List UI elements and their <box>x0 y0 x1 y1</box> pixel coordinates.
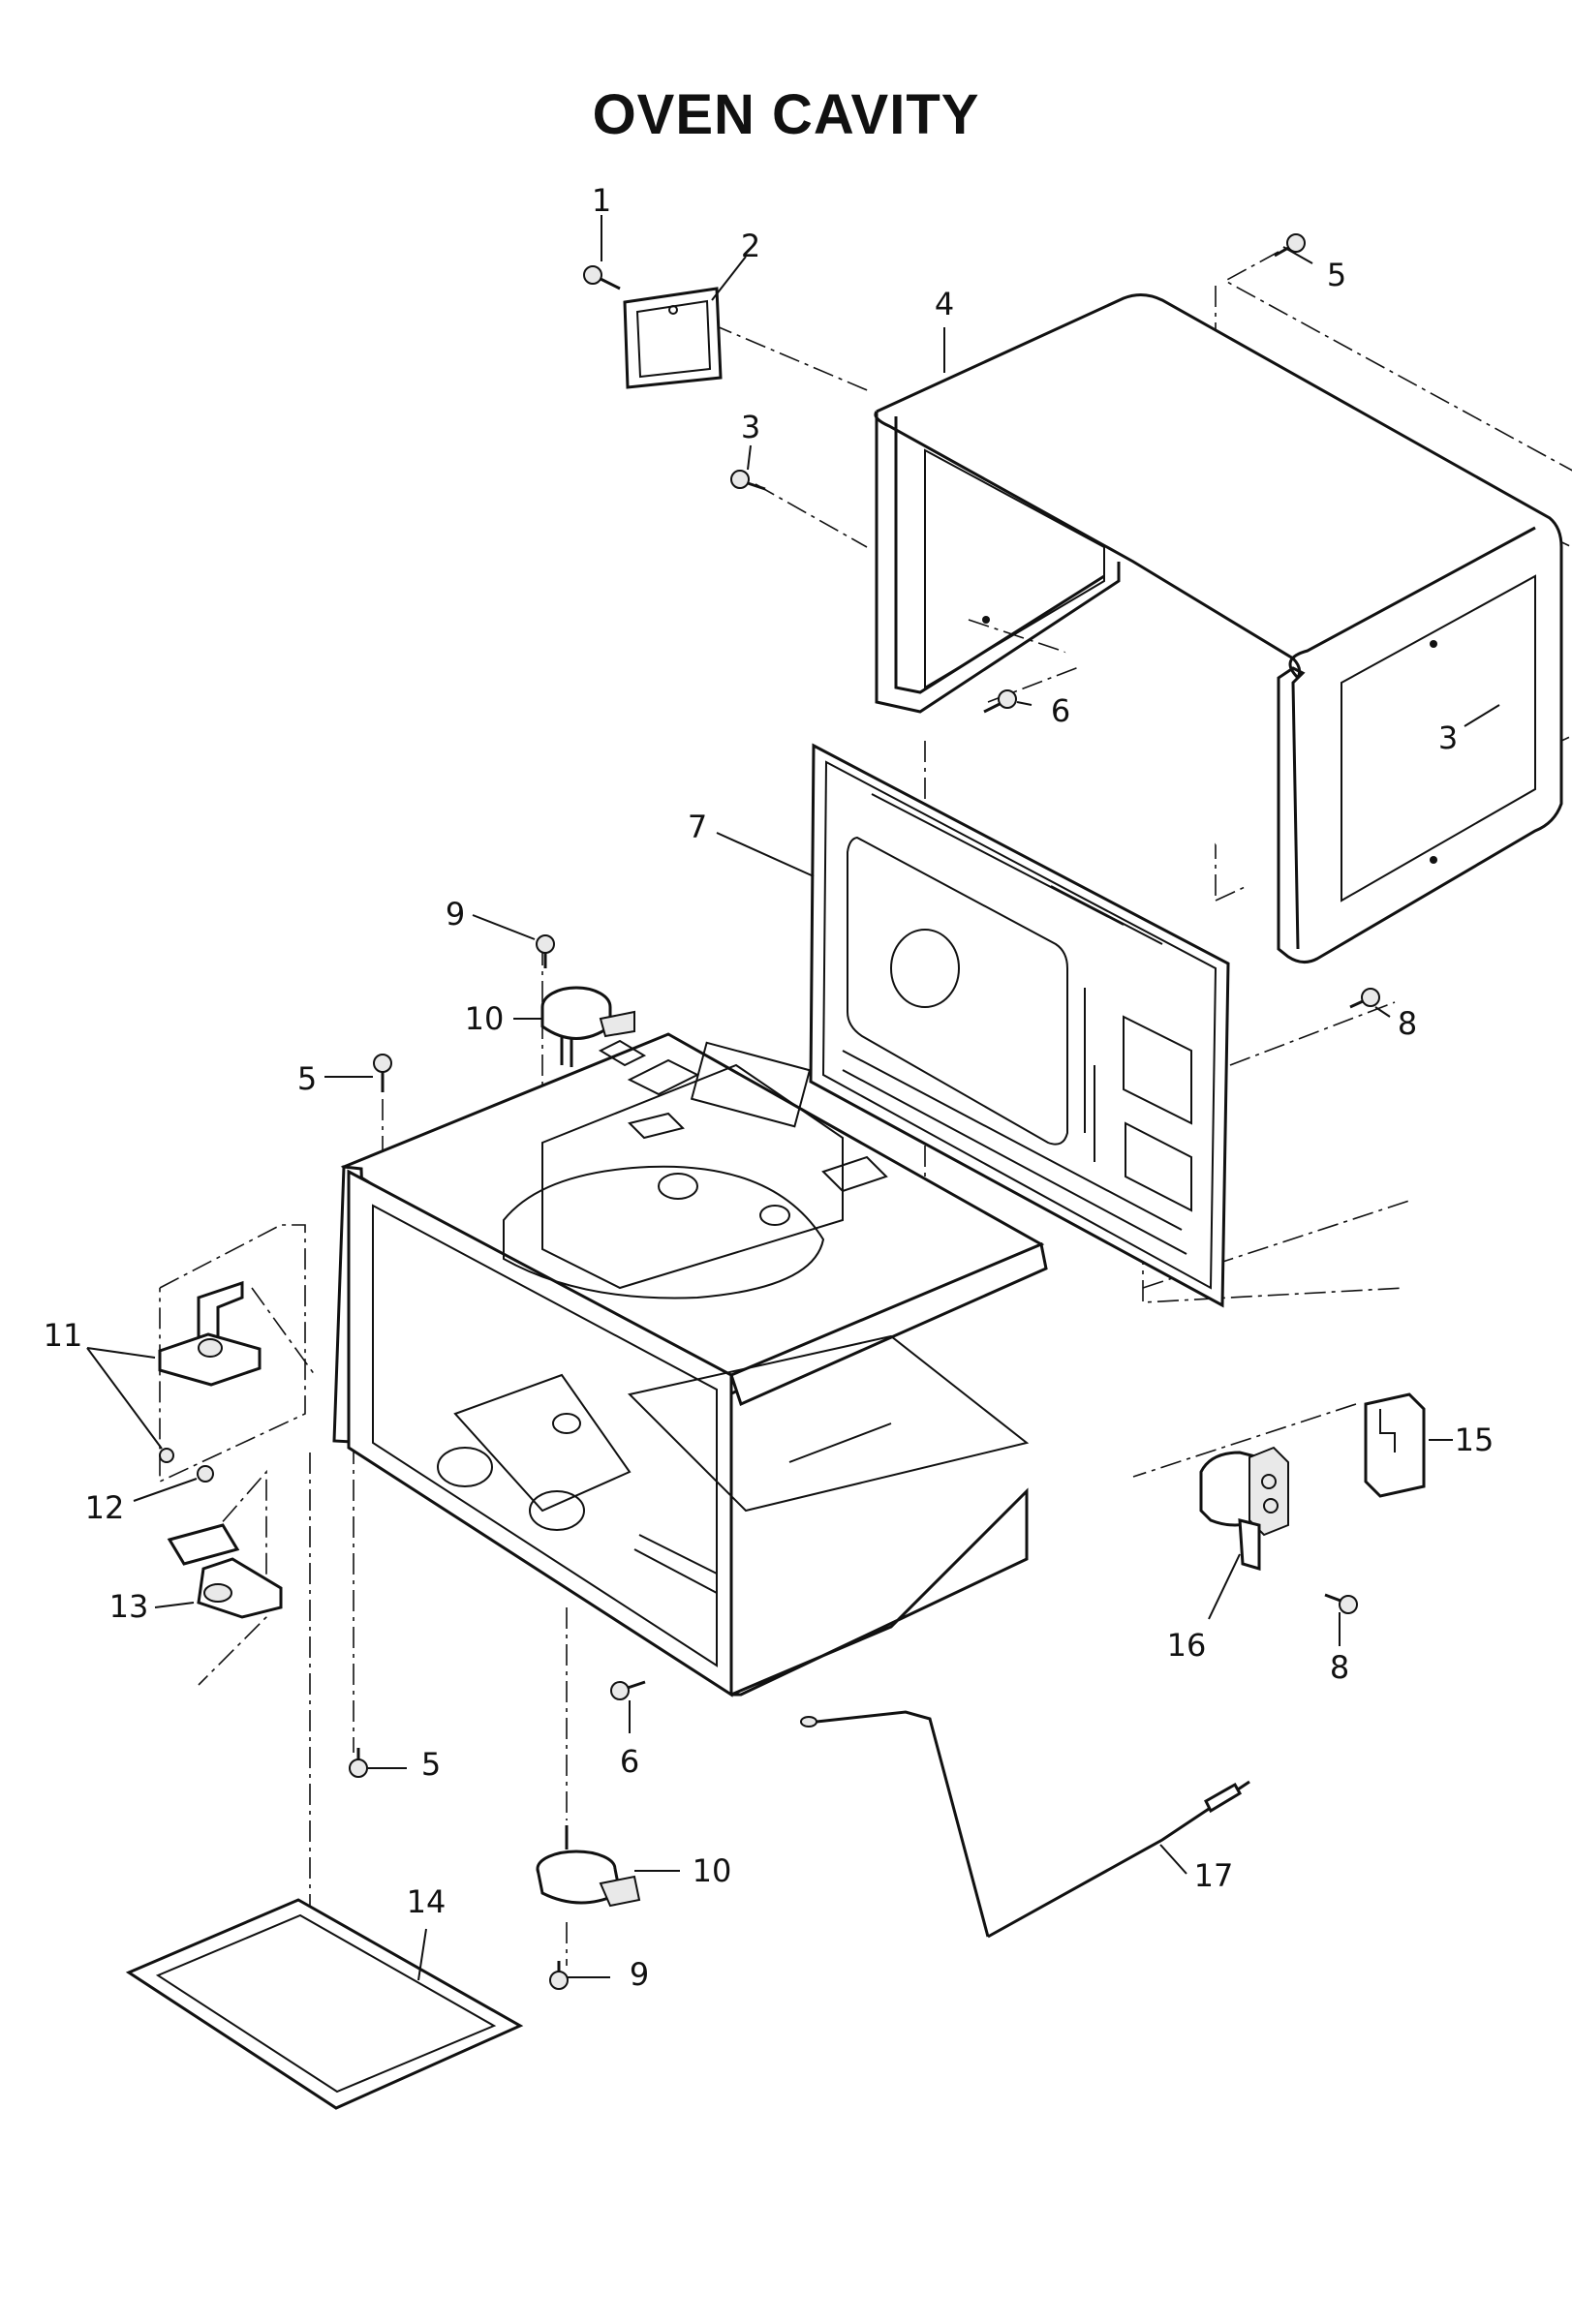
callout-2: 2 <box>741 228 760 264</box>
callout-6-bottom: 6 <box>620 1743 639 1780</box>
part-6-screw-bottom <box>610 1680 646 1700</box>
part-2-gasket <box>623 287 723 389</box>
callout-9-top: 9 <box>446 896 465 933</box>
part-10-motor-top <box>540 986 635 1067</box>
part-14-tray <box>125 1898 524 2110</box>
callout-7: 7 <box>688 809 707 845</box>
callout-14: 14 <box>407 1883 447 1920</box>
callout-17: 17 <box>1194 1857 1234 1894</box>
callout-5-mid: 5 <box>297 1060 317 1097</box>
callout-labels: 1 2 3 3 4 5 5 5 6 6 7 8 8 9 9 10 10 11 1… <box>44 182 1495 1993</box>
callout-1: 1 <box>592 182 611 219</box>
part-17-sensor-lead <box>800 1710 1250 1939</box>
part-3-screw-left <box>730 470 766 491</box>
part-8-screw-bottom <box>1324 1593 1358 1614</box>
callout-11: 11 <box>44 1317 83 1354</box>
callout-12: 12 <box>85 1489 125 1526</box>
part-9-screw-top <box>536 934 555 968</box>
part-13-hook-bracket <box>167 1523 283 1619</box>
part-15-bracket <box>1364 1392 1426 1498</box>
part-16-capacitor <box>1199 1446 1289 1572</box>
callout-15: 15 <box>1455 1422 1495 1458</box>
part-4-outer-cabinet <box>874 293 1563 963</box>
callout-3-right: 3 <box>1438 719 1458 756</box>
main-oven-cavity <box>332 1032 1048 1697</box>
callout-13: 13 <box>109 1588 149 1625</box>
callout-4: 4 <box>935 286 954 322</box>
part-10-motor-bottom <box>536 1825 641 1908</box>
part-8-screw-top <box>1349 988 1380 1009</box>
callout-10-top: 10 <box>465 1000 505 1037</box>
callout-10-bottom: 10 <box>693 1852 732 1889</box>
diagram-title: OVEN CAVITY <box>592 83 980 146</box>
callout-5-top: 5 <box>1327 257 1346 293</box>
part-5-screw-mid <box>373 1054 392 1092</box>
part-6-screw-top <box>983 689 1017 714</box>
part-1-screw <box>583 265 621 290</box>
callout-9-bottom: 9 <box>630 1956 649 1993</box>
callout-16: 16 <box>1167 1627 1207 1664</box>
callout-3-left: 3 <box>741 409 760 445</box>
part-7-back-plate <box>809 743 1230 1308</box>
leader-lines <box>86 215 1500 1981</box>
part-9-screw-bottom <box>549 1961 569 1990</box>
part-12-nut <box>197 1465 214 1483</box>
callout-5-bottom: 5 <box>421 1746 441 1783</box>
part-11-latch-bracket <box>158 1280 262 1463</box>
part-5-screw-bottom <box>349 1748 368 1778</box>
callout-8-bottom: 8 <box>1330 1649 1349 1686</box>
part-5-screw-top <box>1274 233 1306 258</box>
callout-6-top: 6 <box>1051 692 1070 729</box>
callout-8-top: 8 <box>1398 1005 1417 1042</box>
